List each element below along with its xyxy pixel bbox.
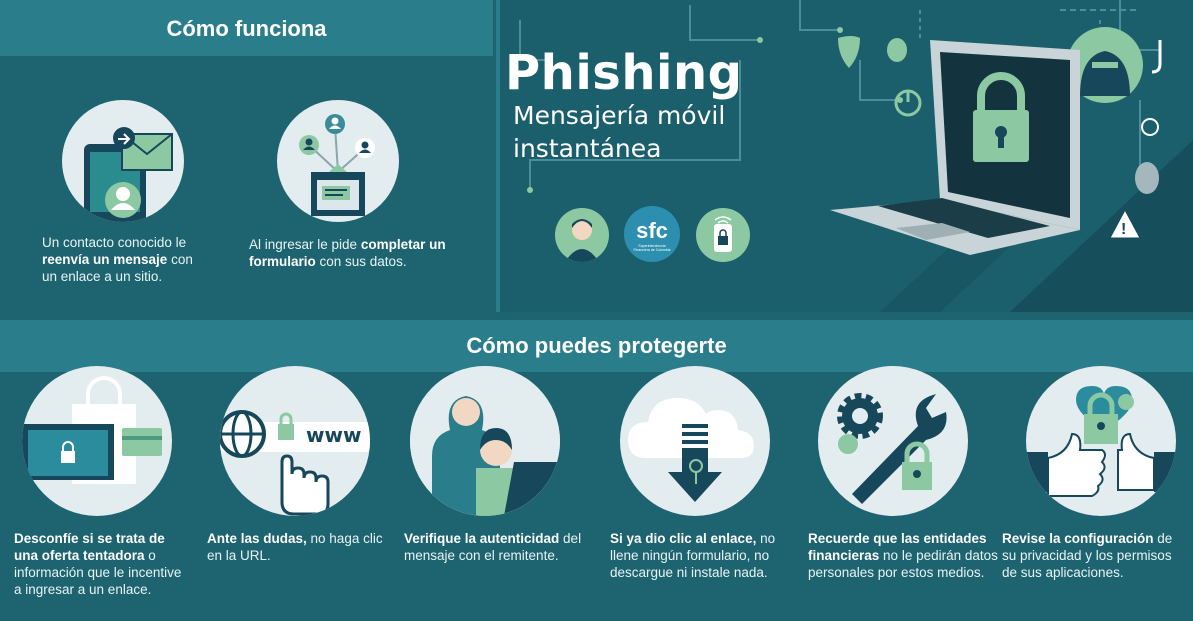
como-funciona-header: Cómo funciona [0,0,493,56]
hero-panel: ! Phishing Mensajería móvil instantánea … [500,0,1193,312]
protect-caption-3: Verifique la autenticidad del mensaje co… [404,531,582,563]
form-illustration [277,100,399,222]
url-label: www [306,423,361,447]
protect-caption-6: Revise la configuración de su privacidad… [1002,531,1173,580]
hero-subtitle-line1: Mensajería móvil [513,101,726,130]
vertical-divider [496,0,500,312]
offer-bag-illustration [22,366,172,516]
thumbs-lock-illustration [1026,366,1176,516]
sfc-logo-tagline: Superintendencia Financiera de Colombia [633,244,671,252]
como-funciona-title: Cómo funciona [166,16,327,41]
hero-title: Phishing [505,45,743,101]
protect-header: Cómo puedes protegerte [0,316,1193,372]
secure-phone-icon [696,208,750,262]
protect-caption-2: Ante las dudas, no haga clic en la URL. [207,531,383,563]
forward-message-illustration [62,100,184,222]
svg-text:!: ! [1121,221,1126,238]
como-funciona-caption-2: Al ingresar le pide completar un formula… [249,237,446,269]
gear-wrench-illustration [818,366,968,516]
laptop-lock-icon [830,40,1080,255]
protect-title: Cómo puedes protegerte [466,333,727,358]
protect-caption-1: Desconfíe si se trata de una oferta tent… [14,531,182,597]
sfc-logo: sfc Superintendencia Financiera de Colom… [624,206,680,262]
como-funciona-caption-1: Un contacto conocido le reenvía un mensa… [42,235,193,284]
hero-subtitle-line2: instantánea [513,134,662,163]
user-icon [555,208,609,262]
url-cursor-illustration: www [220,366,370,516]
person-laptop-illustration [410,366,560,516]
cloud-download-illustration [620,366,770,516]
sfc-logo-text: sfc [636,218,668,243]
protect-caption-4: Si ya dio clic al enlace, no llene ningú… [610,531,776,580]
protect-caption-5: Recuerde que las entidades financieras n… [808,531,998,580]
